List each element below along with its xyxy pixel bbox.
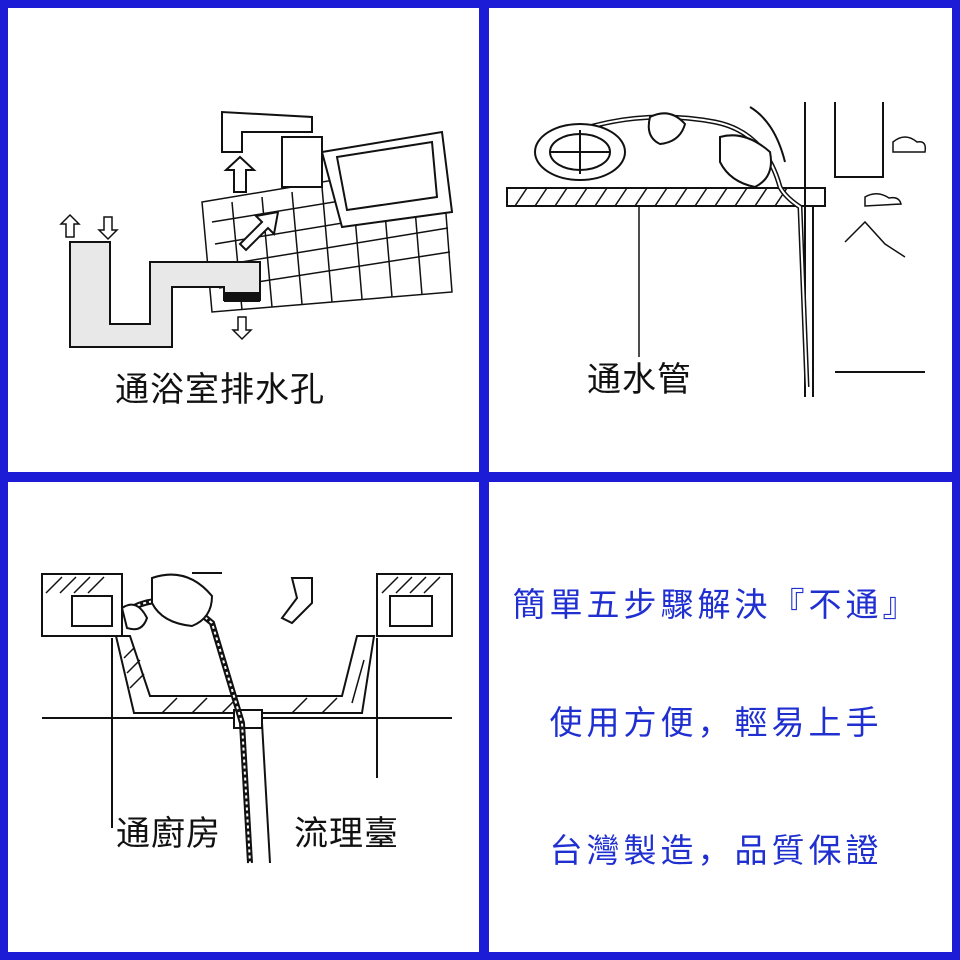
water-pipe-illustration <box>506 102 927 397</box>
feature-line-easy-use: 使用方便，輕易上手 <box>549 703 883 742</box>
caption-kitchen: 通廚房 <box>116 814 221 854</box>
caption-water-pipe: 通水管 <box>587 360 692 400</box>
panel-kitchen-sink: 通廚房 流理臺 <box>12 478 472 944</box>
panel-water-pipe: 通水管 <box>485 12 947 468</box>
grid-divider-horizontal <box>8 472 952 482</box>
bathroom-drain-illustration <box>59 110 454 348</box>
caption-countertop: 流理臺 <box>294 814 399 854</box>
kitchen-sink-illustration <box>41 572 453 864</box>
feature-line-solve-clog: 簡單五步驟解決『不通』 <box>512 585 920 624</box>
panel-bathroom-drain: 通浴室排水孔 <box>12 12 472 468</box>
feature-line-made-in-taiwan: 台灣製造，品質保證 <box>549 831 883 870</box>
panel-product-features: 簡單五步驟解決『不通』 使用方便，輕易上手 台灣製造，品質保證 <box>485 478 947 944</box>
caption-bathroom-drain: 通浴室排水孔 <box>115 370 325 410</box>
